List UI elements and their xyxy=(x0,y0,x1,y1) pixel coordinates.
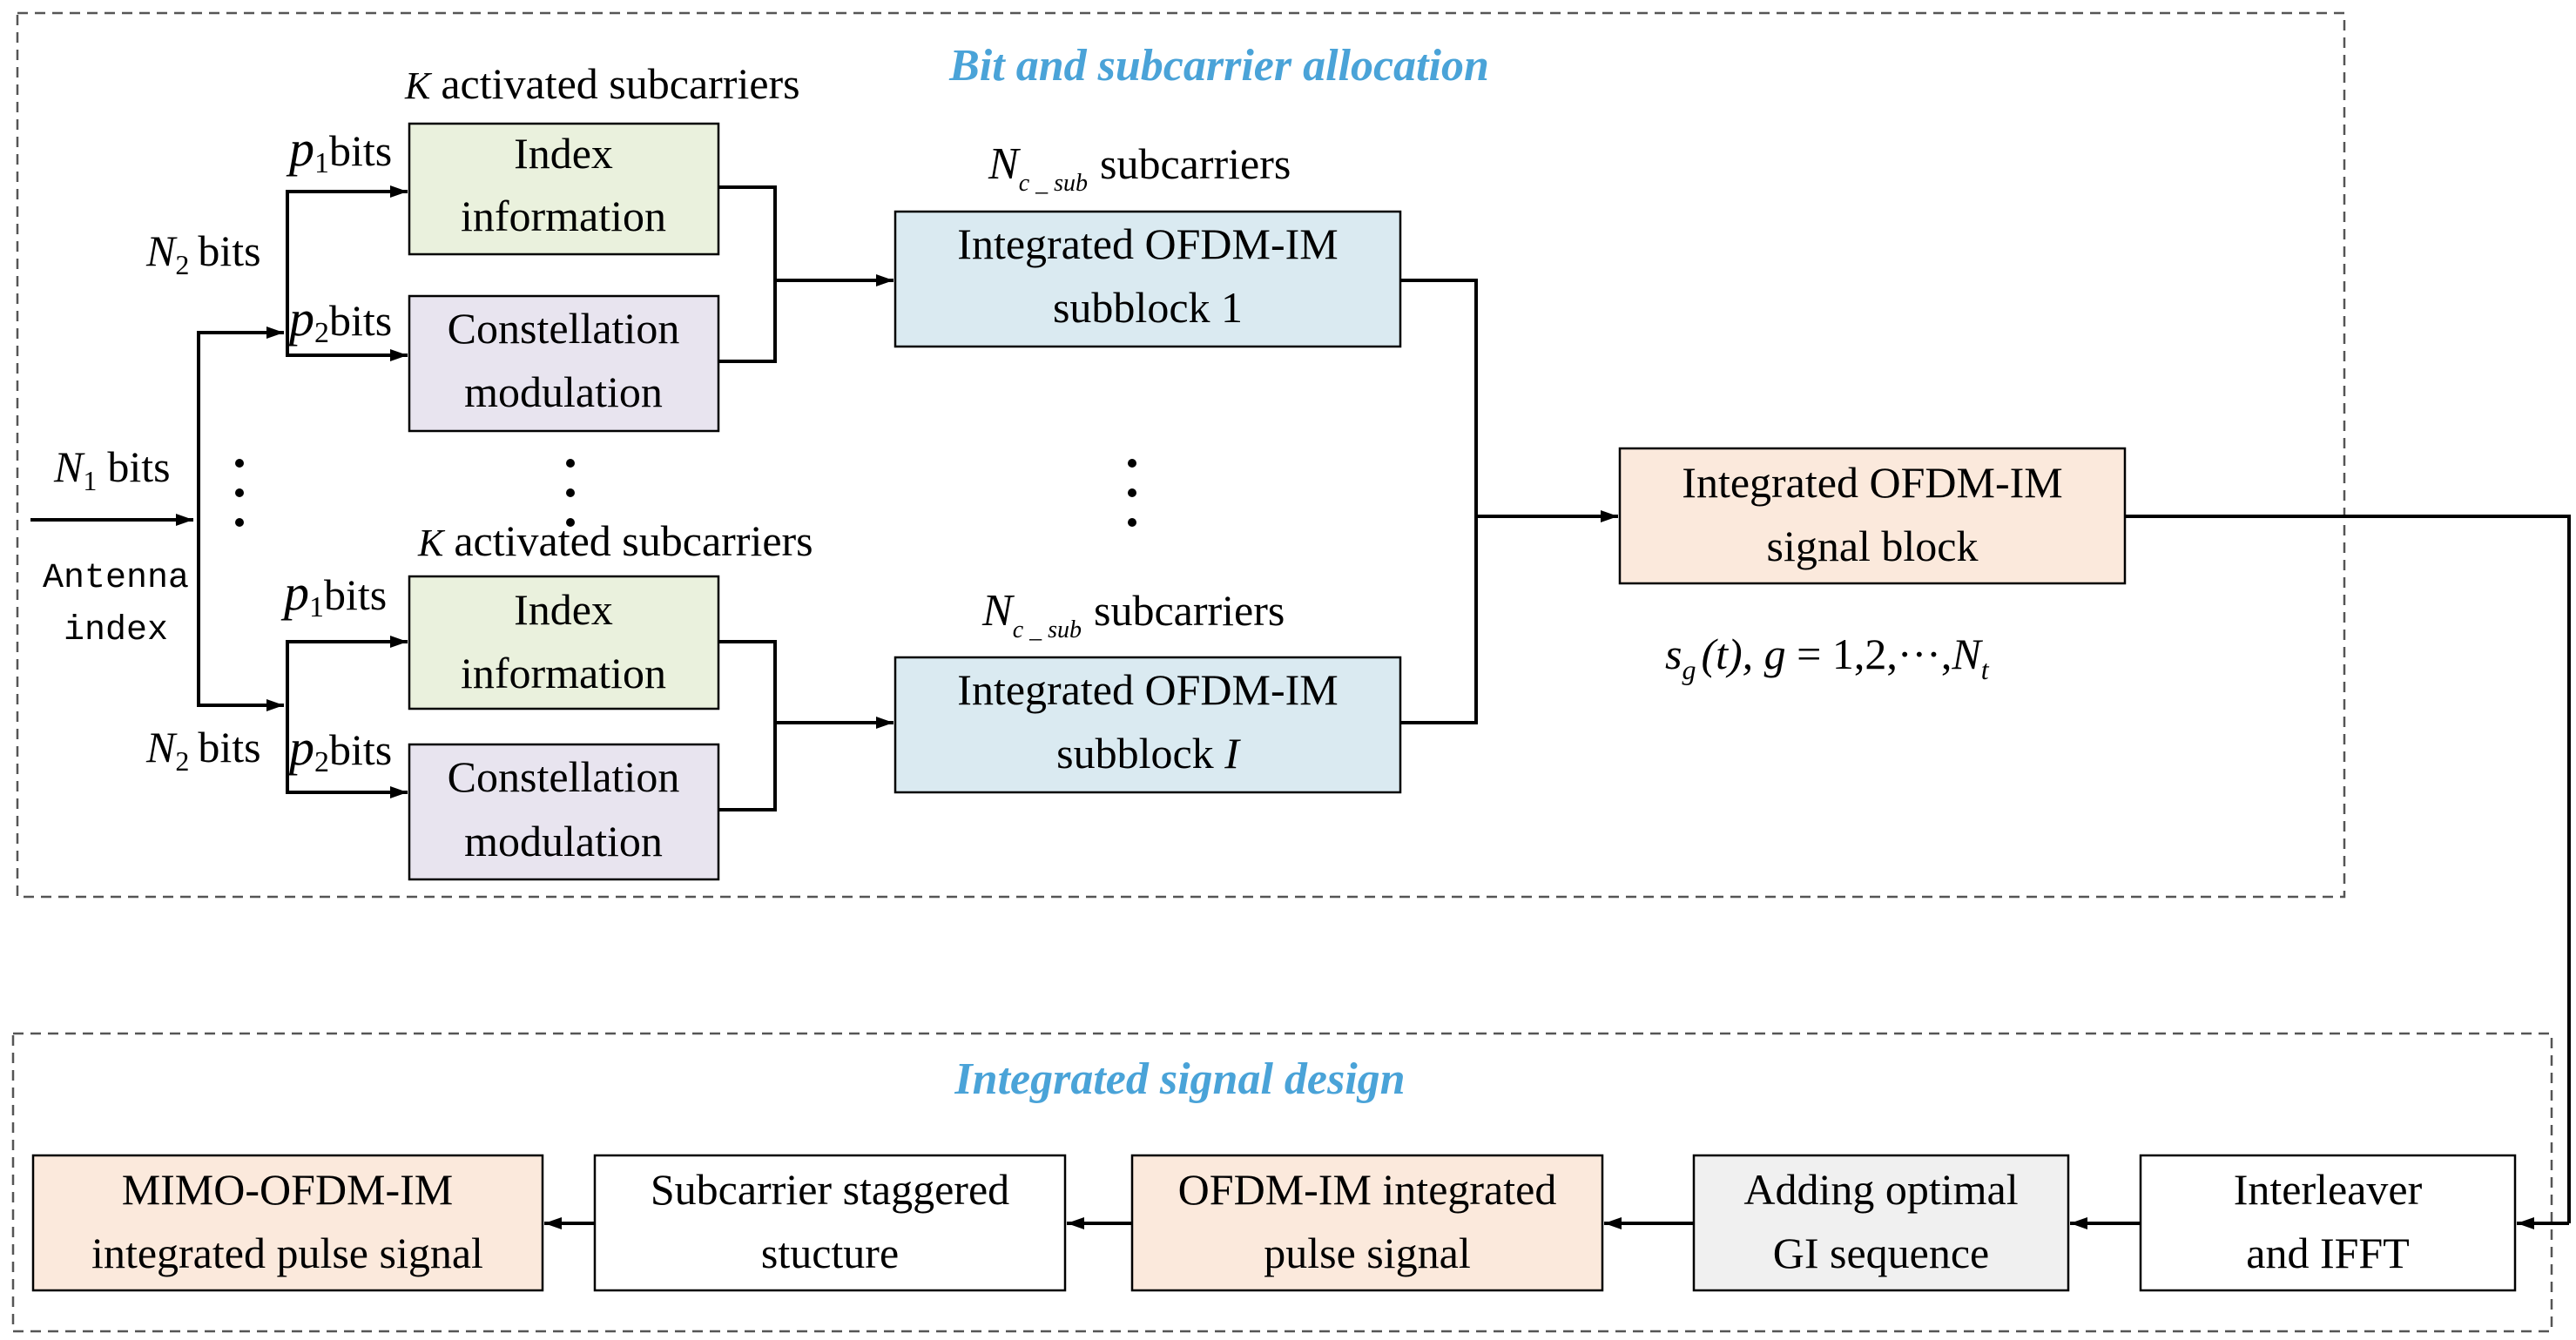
svg-text:Constellation: Constellation xyxy=(448,752,680,801)
allocation-section-title: Bit and subcarrier allocation xyxy=(948,41,1489,91)
constellation-modulation-box-top: Constellation modulation xyxy=(408,294,720,433)
svg-text:integrated pulse signal: integrated pulse signal xyxy=(91,1229,483,1277)
svg-text:Integrated OFDM-IM: Integrated OFDM-IM xyxy=(957,219,1338,268)
ofdm-im-pulse-box: OFDM-IM integrated pulse signal xyxy=(1130,1154,1604,1292)
p2-bits-label-bottom: p2bits xyxy=(286,719,392,778)
signal-formula: sg(t), g = 1,2,···,Nt xyxy=(1665,630,1990,685)
svg-text:Index: Index xyxy=(514,129,613,178)
svg-text:MIMO-OFDM-IM: MIMO-OFDM-IM xyxy=(122,1165,454,1214)
svg-text:information: information xyxy=(461,649,666,697)
svg-text:information: information xyxy=(461,192,666,240)
p1-bits-label-bottom: p1bits xyxy=(280,564,387,623)
gi-sequence-box: Adding optimal GI sequence xyxy=(1692,1154,2070,1292)
svg-text:modulation: modulation xyxy=(464,367,663,416)
svg-text:Integrated OFDM-IM: Integrated OFDM-IM xyxy=(1682,458,2062,507)
connection-lines xyxy=(30,185,2571,1229)
index-information-box-bottom: Index information xyxy=(408,575,720,710)
design-section-border xyxy=(11,1032,2553,1333)
svg-text:and IFFT: and IFFT xyxy=(2246,1229,2410,1277)
svg-text:subblock 1: subblock 1 xyxy=(1053,283,1243,332)
design-section-title: Integrated signal design xyxy=(954,1054,1405,1104)
svg-text:Index: Index xyxy=(514,585,613,634)
svg-text:Interleaver: Interleaver xyxy=(2234,1165,2423,1214)
index-label: index xyxy=(64,611,168,650)
svg-text:OFDM-IM integrated: OFDM-IM integrated xyxy=(1178,1165,1557,1214)
ellipsis-dots xyxy=(235,459,1136,527)
index-information-box-top: Index information xyxy=(408,122,720,256)
constellation-modulation-box-bottom: Constellation modulation xyxy=(408,743,720,881)
mimo-ofdm-im-box: MIMO-OFDM-IM integrated pulse signal xyxy=(31,1154,544,1292)
svg-text:Constellation: Constellation xyxy=(448,304,680,353)
interleaver-ifft-box: Interleaver and IFFT xyxy=(2139,1154,2517,1292)
allocation-section-border xyxy=(16,11,2346,899)
svg-text:Subcarrier staggered: Subcarrier staggered xyxy=(651,1165,1009,1214)
svg-text:Adding optimal: Adding optimal xyxy=(1743,1165,2018,1214)
svg-text:modulation: modulation xyxy=(464,817,663,865)
antenna-label: Antenna xyxy=(43,559,189,598)
signal-block-box: Integrated OFDM-IM signal block xyxy=(1618,447,2127,585)
svg-text:subblock I: subblock I xyxy=(1056,729,1241,778)
p1-bits-label-top: p1bits xyxy=(286,120,392,179)
svg-text:signal block: signal block xyxy=(1766,522,1978,570)
svg-text:stucture: stucture xyxy=(761,1229,899,1277)
p2-bits-label-top: p2bits xyxy=(286,290,392,349)
subblock-I-box: Integrated OFDM-IM subblock I xyxy=(894,656,1402,794)
subblock-1-box: Integrated OFDM-IM subblock 1 xyxy=(894,210,1402,348)
subcarrier-staggered-box: Subcarrier staggered stucture xyxy=(593,1154,1067,1292)
svg-text:Integrated OFDM-IM: Integrated OFDM-IM xyxy=(957,665,1338,714)
svg-text:GI sequence: GI sequence xyxy=(1773,1229,1990,1277)
svg-text:pulse signal: pulse signal xyxy=(1264,1229,1470,1277)
